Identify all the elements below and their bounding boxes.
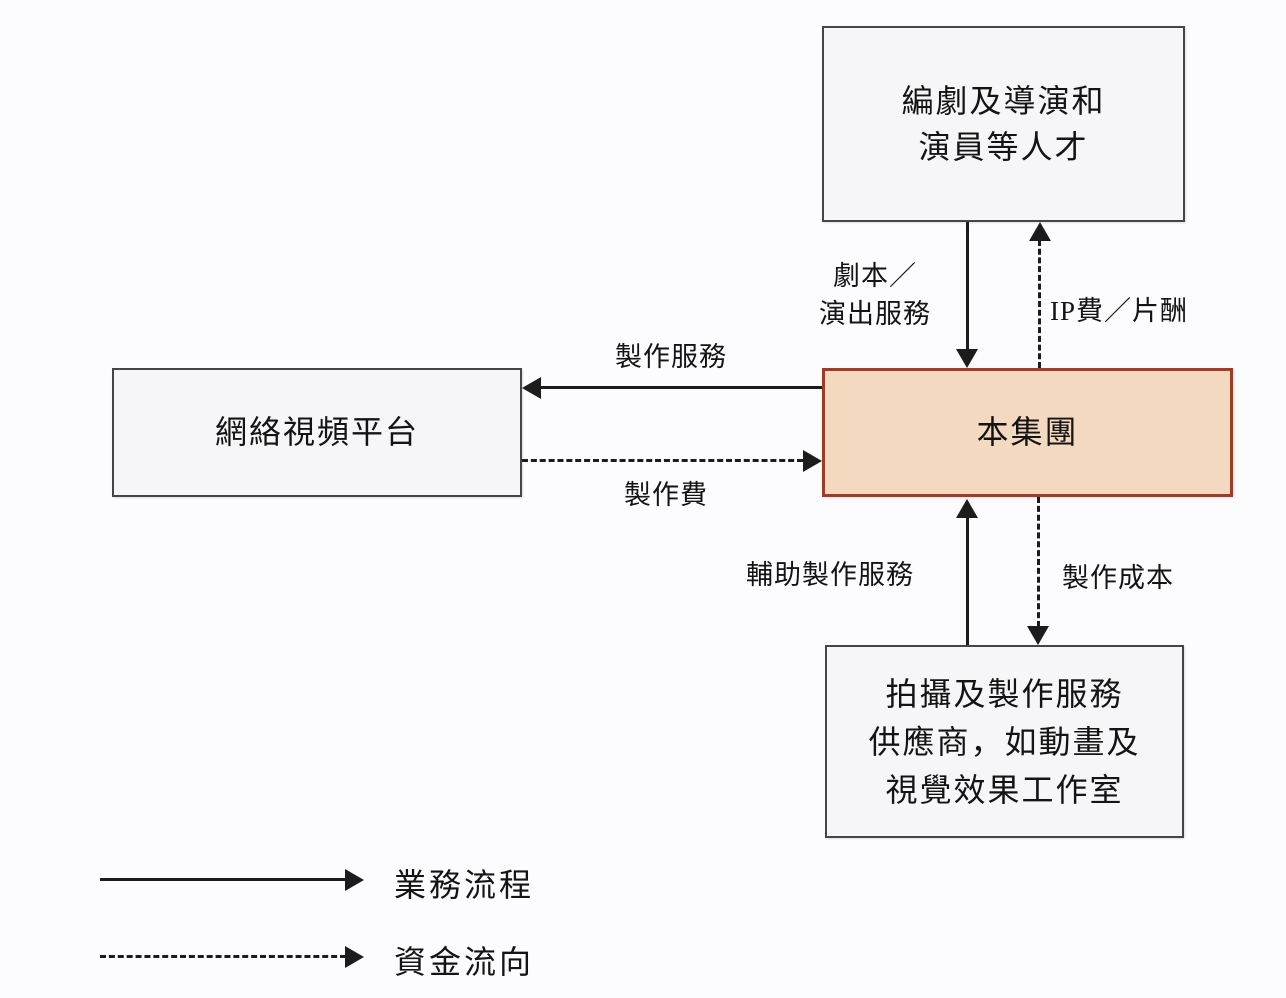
legend-dashed-arrow-icon <box>345 946 364 968</box>
node-group: 本集團 <box>822 368 1233 497</box>
node-talent-line1: 編劇及導演和 <box>901 82 1106 119</box>
node-platform-label: 網絡視頻平台 <box>214 414 419 451</box>
arrow-production-service-line <box>540 386 822 389</box>
node-talent-line2: 演員等人才 <box>918 129 1089 165</box>
legend-solid-line <box>100 878 346 881</box>
edge-label-production-cost: 製作成本 <box>1062 563 1174 593</box>
node-suppliers: 拍攝及製作服務 供應商，如動畫及 視覺效果工作室 <box>825 645 1184 838</box>
edge-label-ip-fee: IP費／片酬 <box>1050 296 1189 326</box>
arrow-production-cost-head-icon <box>1027 626 1049 645</box>
arrow-production-fee-head-icon <box>803 450 822 472</box>
arrow-script-service-line <box>966 222 969 350</box>
edge-label-script-service-line2: 演出服務 <box>819 298 931 329</box>
node-talent: 編劇及導演和 演員等人才 <box>822 26 1185 222</box>
legend-solid-arrow-icon <box>345 869 364 891</box>
arrow-production-fee-line <box>522 459 803 462</box>
edge-label-production-service: 製作服務 <box>615 342 727 372</box>
legend-solid-label: 業務流程 <box>394 867 535 903</box>
node-group-label: 本集團 <box>976 414 1079 451</box>
edge-label-script-service: 劇本／ 演出服務 <box>790 258 960 334</box>
edge-label-script-service-line1: 劇本／ <box>833 261 917 291</box>
arrow-script-service-head-icon <box>956 349 978 368</box>
node-suppliers-line2: 供應商，如動畫及 <box>868 723 1141 760</box>
node-platform: 網絡視頻平台 <box>112 368 522 497</box>
arrow-ip-fee-line <box>1038 240 1041 368</box>
legend-dashed-line <box>100 955 346 958</box>
edge-label-production-fee: 製作費 <box>624 480 708 510</box>
node-suppliers-line1: 拍攝及製作服務 <box>885 675 1124 712</box>
arrow-auxiliary-service-line <box>966 517 969 645</box>
arrow-auxiliary-service-head-icon <box>956 499 978 518</box>
legend-dashed-label: 資金流向 <box>394 944 535 980</box>
node-suppliers-line3: 視覺效果工作室 <box>885 771 1124 808</box>
arrow-ip-fee-head-icon <box>1029 222 1051 241</box>
edge-label-auxiliary-service: 輔助製作服務 <box>746 560 914 590</box>
arrow-production-cost-line <box>1037 497 1040 627</box>
arrow-production-service-head-icon <box>522 377 541 399</box>
